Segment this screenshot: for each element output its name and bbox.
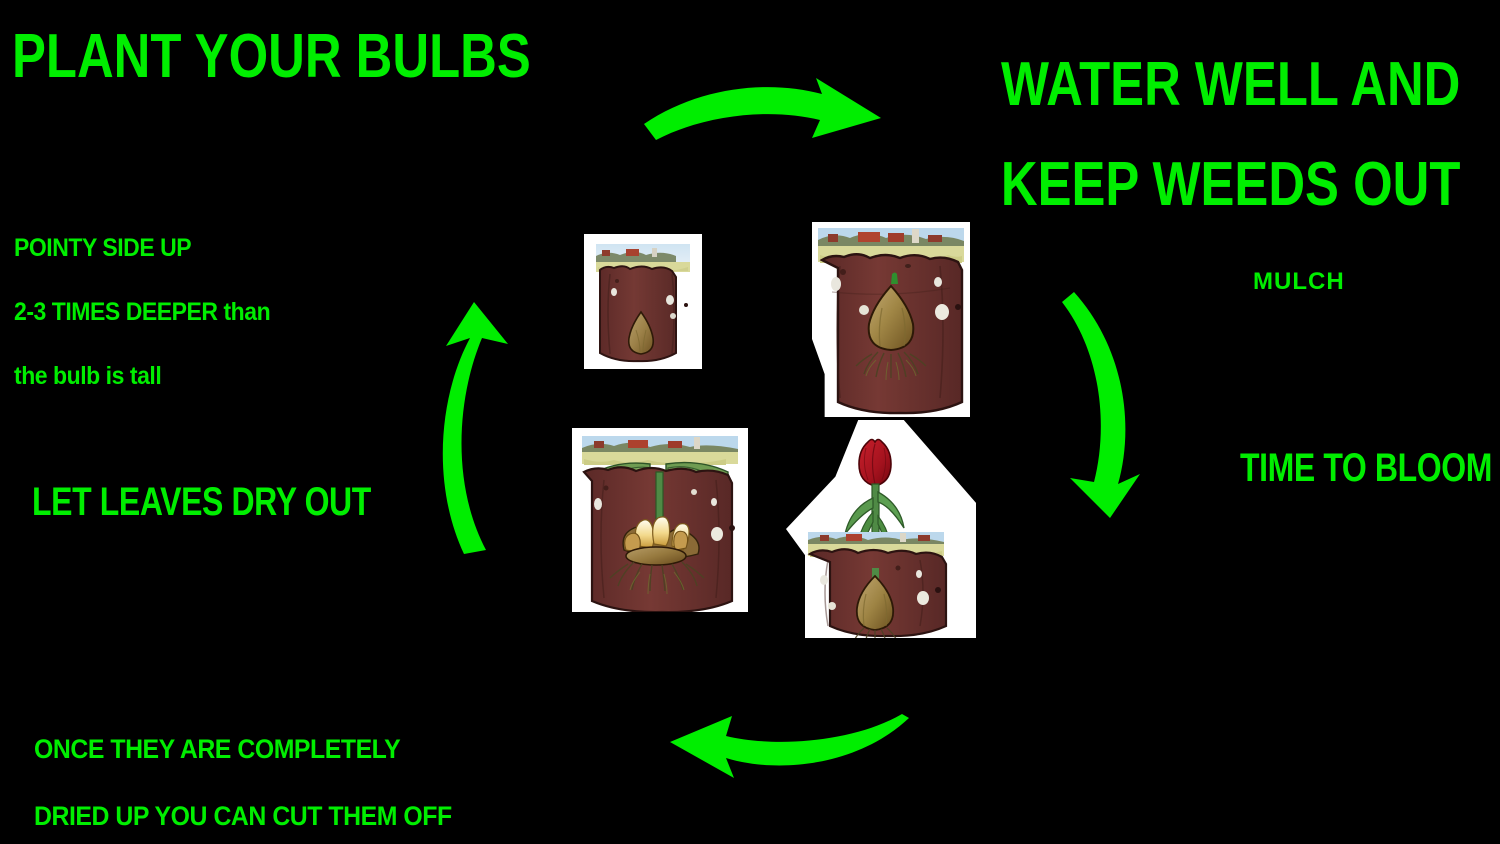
title-water-line-2: KEEP WEEDS OUT xyxy=(1000,150,1460,219)
note-pointy-line-2: 2-3 TIMES DEEPER than xyxy=(14,298,271,326)
stage-image-dried-leaves xyxy=(572,428,748,612)
label-time-to-bloom: TIME TO BLOOM xyxy=(1240,446,1492,490)
arrow-top-right-icon xyxy=(640,72,885,142)
note-pointy-line-1: POINTY SIDE UP xyxy=(14,234,192,262)
note-cut-them-off: ONCE THEY ARE COMPLETELY DRIED UP YOU CA… xyxy=(34,700,488,844)
stage-image-planted-bulb xyxy=(584,234,702,369)
arrow-bottom-left-icon xyxy=(668,712,913,784)
stage-image-sprouting-bulb xyxy=(812,222,970,417)
note-cut-line-2: DRIED UP YOU CAN CUT THEM OFF xyxy=(34,800,452,831)
title-plant-your-bulbs: PLANT YOUR BULBS xyxy=(12,22,531,91)
stage-image-blooming-tulip xyxy=(786,420,976,638)
label-mulch: MULCH xyxy=(1253,268,1345,295)
title-water-line-1: WATER WELL AND xyxy=(1000,50,1460,119)
label-let-leaves-dry-out: LET LEAVES DRY OUT xyxy=(32,480,371,524)
arrow-right-down-icon xyxy=(1062,288,1172,520)
note-pointy-line-3: the bulb is tall xyxy=(14,362,162,390)
arrow-left-up-icon xyxy=(424,300,534,558)
title-water-well-keep-weeds-out: WATER WELL AND KEEP WEEDS OUT xyxy=(900,22,1460,248)
note-cut-line-1: ONCE THEY ARE COMPLETELY xyxy=(34,734,401,764)
note-planting-depth: POINTY SIDE UP 2-3 TIMES DEEPER than the… xyxy=(14,200,292,424)
